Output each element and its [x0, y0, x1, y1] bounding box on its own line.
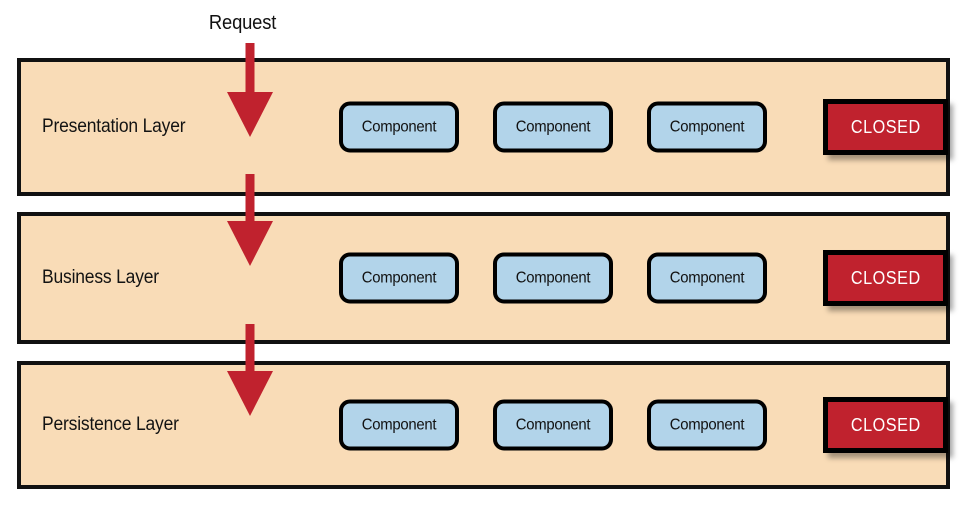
- layer-persistence-label: Persistence Layer: [42, 414, 179, 435]
- component-label: Component: [669, 416, 745, 433]
- component-label: Component: [669, 118, 745, 135]
- layer-presentation-label: Presentation Layer: [42, 116, 186, 137]
- closed-badge: CLOSED: [823, 250, 948, 306]
- component-box[interactable]: Component: [647, 101, 767, 153]
- component-label: Component: [515, 118, 591, 135]
- component-label: Component: [361, 118, 437, 135]
- component-box[interactable]: Component: [493, 252, 613, 304]
- closed-badge: CLOSED: [823, 397, 948, 453]
- layer-persistence-components: Component Component Component: [339, 399, 767, 451]
- component-box[interactable]: Component: [339, 252, 459, 304]
- component-label: Component: [361, 269, 437, 286]
- layer-business: Business Layer Component Component Compo…: [17, 212, 950, 344]
- component-box[interactable]: Component: [493, 101, 613, 153]
- layer-business-label: Business Layer: [42, 267, 159, 288]
- layer-persistence-closed-wrap: CLOSED: [823, 397, 948, 453]
- closed-badge: CLOSED: [823, 99, 948, 155]
- layer-presentation-closed-wrap: CLOSED: [823, 99, 948, 155]
- component-label: Component: [361, 416, 437, 433]
- layer-business-components: Component Component Component: [339, 252, 767, 304]
- layer-presentation-components: Component Component Component: [339, 101, 767, 153]
- component-label: Component: [515, 269, 591, 286]
- layer-presentation: Presentation Layer Component Component C…: [17, 58, 950, 196]
- closed-badge-label: CLOSED: [850, 116, 921, 137]
- closed-badge-label: CLOSED: [850, 267, 921, 288]
- closed-badge-label: CLOSED: [850, 414, 921, 435]
- layer-business-closed-wrap: CLOSED: [823, 250, 948, 306]
- component-box[interactable]: Component: [339, 101, 459, 153]
- component-box[interactable]: Component: [493, 399, 613, 451]
- layer-persistence: Persistence Layer Component Component Co…: [17, 361, 950, 489]
- component-box[interactable]: Component: [339, 399, 459, 451]
- component-label: Component: [515, 416, 591, 433]
- component-box[interactable]: Component: [647, 252, 767, 304]
- component-label: Component: [669, 269, 745, 286]
- request-label: Request: [206, 12, 279, 35]
- request-label-text: Request: [208, 12, 277, 34]
- component-box[interactable]: Component: [647, 399, 767, 451]
